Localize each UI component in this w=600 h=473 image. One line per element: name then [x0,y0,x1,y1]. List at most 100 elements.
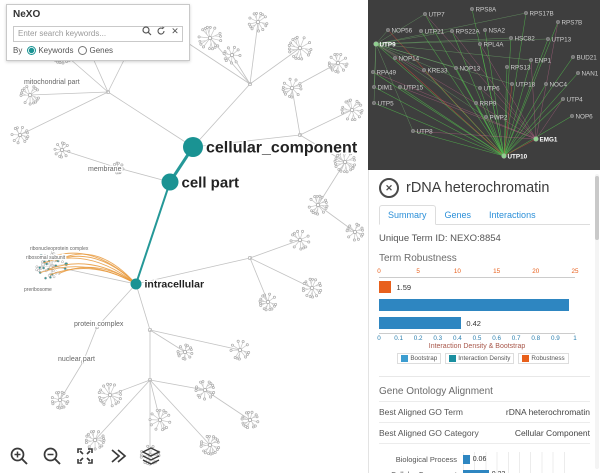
tab-interactions[interactable]: Interactions [489,210,536,220]
close-details-button[interactable]: ✕ [379,178,399,198]
gene-node[interactable]: NOP14 [393,56,420,63]
gene-node[interactable]: RPS22A [449,29,481,36]
bottom-axis-tick: 1 [573,335,577,342]
radio-keywords[interactable]: Keywords [27,45,73,55]
gene-node[interactable]: RPS8A [469,7,497,14]
go-score-value: 0.23 [492,470,506,473]
gene-node[interactable]: UTP7 [423,12,445,19]
gene-node[interactable]: UTP15 [398,85,424,92]
gene-node[interactable]: UTP18 [509,82,536,89]
gene-node[interactable]: ENP1 [528,58,552,65]
gene-node[interactable]: NSA2 [482,28,505,35]
tab-summary[interactable]: Summary [379,205,436,225]
search-icon[interactable] [141,25,153,37]
refresh-icon[interactable] [155,25,167,37]
bottom-axis-tick: 0.6 [492,335,501,342]
gene-node[interactable]: KRE33 [422,68,448,75]
svg-text:RPS7B: RPS7B [562,20,583,27]
svg-text:RPS22A: RPS22A [456,29,481,36]
scrollbar[interactable] [595,174,599,469]
bottom-axis-tick: 0.8 [531,335,541,342]
gene-node[interactable]: UTP5 [371,101,394,108]
svg-text:RPS8A: RPS8A [476,7,497,14]
gene-node[interactable]: BUD21 [570,55,597,62]
gene-node[interactable]: NOP13 [453,66,481,73]
gene-node[interactable]: RPS7B [555,20,583,27]
ontology-node-cell-part[interactable]: cell part [161,173,241,193]
scrollbar-thumb[interactable] [595,176,599,240]
svg-text:UTP18: UTP18 [516,82,536,89]
gene-node[interactable]: NOP56 [386,28,413,35]
layers-icon[interactable] [140,445,162,467]
legend-swatch-icon [401,355,409,362]
ontology-minor-label: protein complex [74,321,124,328]
search-panel: NeXO ✕ By Keywords Genes [6,4,190,61]
zoom-in-icon[interactable] [8,445,30,467]
gene-node[interactable]: NOC4 [543,82,567,89]
interaction-density-bar [379,317,462,329]
gene-node[interactable]: UTP21 [419,29,445,36]
gene-node[interactable]: RRP9 [473,101,497,108]
go-score-value: 0.06 [472,456,487,463]
gene-node[interactable]: UTP13 [545,37,572,44]
clear-icon[interactable]: ✕ [169,25,181,37]
search-input[interactable] [13,25,183,42]
bottom-axis-tick: 0 [377,335,381,342]
svg-text:UTP13: UTP13 [552,37,572,44]
svg-text:UTP9: UTP9 [380,42,397,49]
go-score-bar [463,470,489,473]
radio-genes-input[interactable] [78,45,88,55]
gene-node[interactable]: NAN1 [575,71,599,78]
svg-text:ENP1: ENP1 [535,58,552,65]
gene-node[interactable]: RPS17B [523,11,554,18]
top-axis-tick: 5 [416,268,420,275]
gene-node[interactable]: UTP4 [560,97,584,104]
svg-text:HSC82: HSC82 [515,36,536,43]
gene-node[interactable]: RPL4A [477,42,504,49]
radio-genes[interactable]: Genes [78,45,113,55]
go-score-bar [463,455,470,464]
fit-to-screen-icon[interactable] [74,445,96,467]
ontology-minor-label: preribosome [24,287,52,293]
gene-node[interactable]: RPS13 [504,65,531,72]
unique-term-id: Unique Term ID: NEXO:8854 [379,233,501,244]
ontology-node-cellular-component[interactable]: cellular_component [183,137,359,158]
term-details-panel: ✕ rDNA heterochromatin Summary Genes Int… [368,170,600,473]
gene-node[interactable]: RPA49 [371,70,396,77]
svg-text:UTP6: UTP6 [484,86,501,93]
ontology-minor-label: mitochondrial part [24,79,80,86]
gene-node[interactable]: UTP9 [373,41,397,49]
ontology-node-intracellular[interactable]: intracellular [130,277,206,292]
svg-text:NOP13: NOP13 [460,66,481,73]
svg-text:RRP9: RRP9 [480,101,497,108]
svg-text:UTP4: UTP4 [567,97,584,104]
bar-value-label: 0.42 [466,319,481,328]
svg-text:NOP56: NOP56 [392,28,413,35]
svg-text:cell part: cell part [182,174,240,191]
gene-node[interactable]: UTP10 [501,153,528,161]
robustness-axis-title: Interaction Density & Bootstrap [428,343,526,350]
radio-keywords-input[interactable] [27,45,37,55]
gene-node[interactable]: PWP2 [483,115,508,122]
svg-text:UTP10: UTP10 [508,154,528,161]
gene-node[interactable]: UTP6 [477,86,501,93]
ontology-minor-label: ribonucleoprotein complex [30,246,89,252]
zoom-out-icon[interactable] [41,445,63,467]
gene-node[interactable]: DIM1 [371,85,393,92]
gene-node[interactable]: UTP8 [411,129,433,136]
expand-branches-icon[interactable] [107,445,129,467]
gene-node[interactable]: EMG1 [533,136,558,144]
bottom-axis-tick: 0.1 [394,335,403,342]
svg-text:PWP2: PWP2 [490,115,508,122]
gene-node[interactable]: HSC82 [508,36,536,43]
legend-swatch-icon [522,355,530,362]
gene-node[interactable]: NOP6 [569,114,593,121]
tab-genes[interactable]: Genes [444,210,472,220]
